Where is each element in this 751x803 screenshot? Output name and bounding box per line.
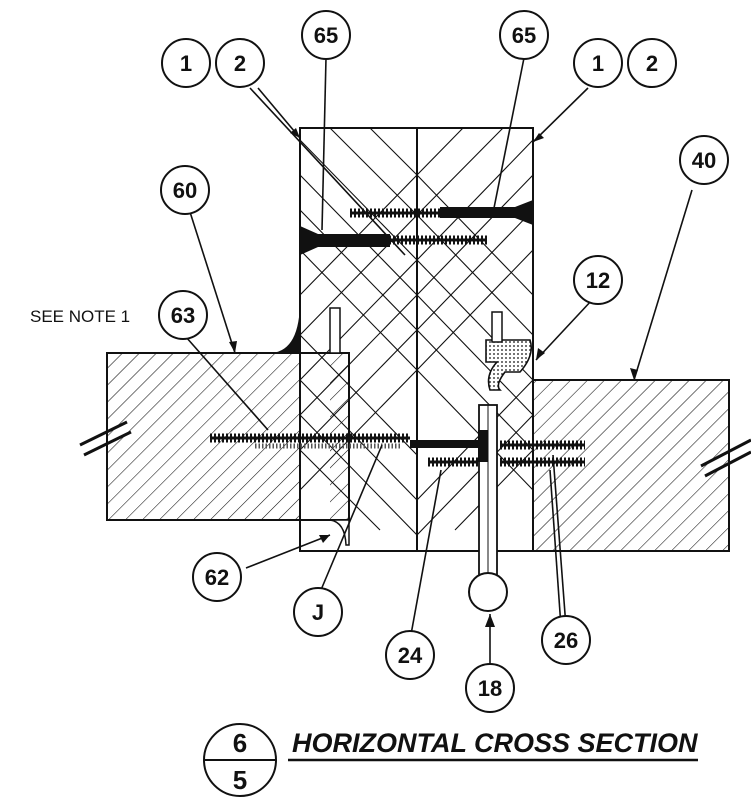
- svg-text:60: 60: [173, 178, 197, 203]
- callout-40: 40: [679, 135, 729, 185]
- callout-18: 18: [465, 663, 515, 713]
- svg-text:65: 65: [314, 23, 338, 48]
- svg-text:HORIZONTAL CROSS SECTION: HORIZONTAL CROSS SECTION: [292, 728, 698, 758]
- svg-text:J: J: [312, 600, 324, 625]
- svg-text:2: 2: [234, 51, 246, 76]
- sealant-bead: [329, 519, 350, 546]
- svg-text:12: 12: [586, 268, 610, 293]
- svg-text:40: 40: [692, 148, 716, 173]
- callout-62: 62: [192, 552, 242, 602]
- weatherstrip: [485, 311, 533, 391]
- svg-text:1: 1: [180, 51, 192, 76]
- callout-65-right: 65: [499, 10, 549, 60]
- svg-text:26: 26: [554, 628, 578, 653]
- callout-J: J: [293, 587, 343, 637]
- svg-text:24: 24: [398, 643, 423, 668]
- detail-number: 6: [233, 728, 247, 758]
- svg-text:63: 63: [171, 303, 195, 328]
- section-title: HORIZONTAL CROSS SECTION: [288, 728, 698, 762]
- screw-65-upper: [350, 200, 533, 225]
- svg-text:2: 2: [646, 51, 658, 76]
- callout-63: 63: [158, 290, 208, 340]
- callout-24: 24: [385, 630, 435, 680]
- break-line-right: [700, 438, 751, 468]
- sheet-number: 5: [233, 765, 247, 795]
- callout-1-left: 1: [161, 38, 211, 88]
- svg-text:1: 1: [592, 51, 604, 76]
- svg-text:62: 62: [205, 565, 229, 590]
- svg-text:SEE NOTE 1: SEE NOTE 1: [30, 307, 130, 326]
- svg-text:18: 18: [478, 676, 502, 701]
- callout-26: 26: [541, 615, 591, 665]
- leader-arrows: [229, 128, 638, 627]
- callout-1-right: 1: [573, 38, 623, 88]
- callout-60: 60: [160, 165, 210, 215]
- detail-reference-bubble: 6 5: [203, 723, 277, 797]
- screw-63: [210, 430, 488, 462]
- svg-text:65: 65: [512, 23, 536, 48]
- callout-12: 12: [573, 255, 623, 305]
- break-line-left: [79, 420, 128, 447]
- slot-left: [329, 307, 341, 354]
- callout-2-left: 2: [215, 38, 265, 88]
- post-left: [299, 127, 418, 552]
- sealant-fillet: [272, 300, 300, 353]
- see-note: SEE NOTE 1: [30, 307, 130, 326]
- callout-2-right: 2: [627, 38, 677, 88]
- callout-65-left: 65: [301, 10, 351, 60]
- screw-65-lower: [300, 226, 487, 255]
- leader-lines: [185, 57, 693, 668]
